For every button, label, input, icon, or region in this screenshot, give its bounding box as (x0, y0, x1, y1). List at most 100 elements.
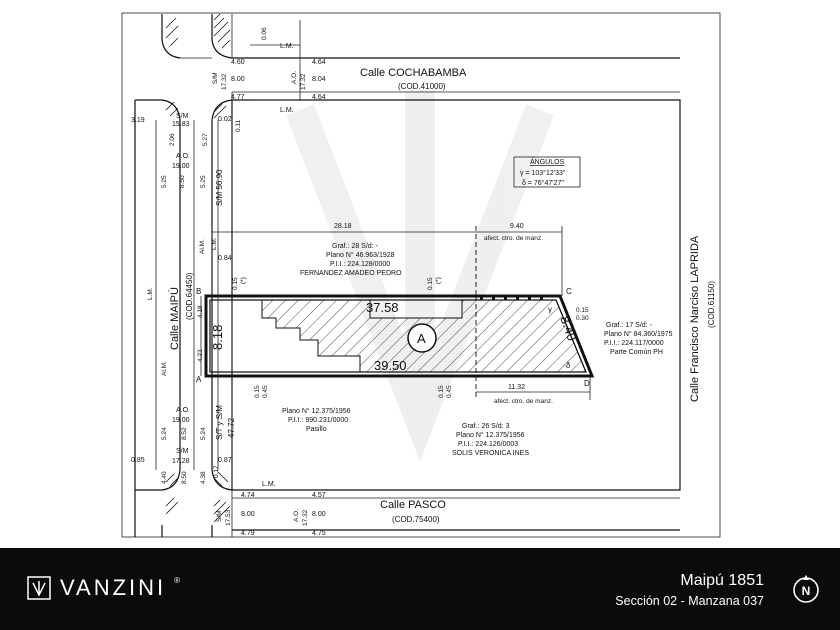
north-neighbor-4: FERNANDEZ AMADEO PEDRO (300, 270, 402, 277)
left-lm2: L.M. (211, 237, 218, 250)
left-5-24: 5.24 (161, 427, 168, 440)
bottom-ao: A.O. (293, 509, 300, 522)
address-title: Maipú 1851 (680, 572, 764, 589)
street-south-code: (COD.75400) (392, 515, 440, 524)
angles-box (513, 156, 581, 188)
corner-hatch (165, 13, 231, 523)
top-sm: S/M (212, 72, 219, 84)
south-neighbor-2: Plano N° 12.375/1956 (456, 431, 525, 439)
left-8-50c: 8.50 (181, 471, 188, 484)
right-wall-dots (480, 297, 543, 300)
top-4-64b: 4.64 (312, 94, 326, 101)
brand[interactable]: VANZINI ® (26, 575, 180, 601)
street-north-name: Calle COCHABAMBA (360, 67, 467, 79)
street-east-code: (COD.61150) (707, 281, 716, 328)
left-alm2: Al.M. (161, 361, 168, 376)
sw-corner (161, 490, 680, 537)
corner-a: A (196, 375, 202, 384)
footer-bar: VANZINI ® Maipú 1851 Sección 02 - Manzan… (0, 548, 840, 630)
south-neighbor-1: Graf.: 26 S/d: 3 (462, 423, 510, 430)
bottom-4-57: 4.57 (312, 492, 326, 499)
dim-bot-off1b: 0.45 (262, 385, 269, 398)
left-0-85: 0.85 (131, 457, 145, 464)
street-south-name: Calle PASCO (380, 499, 446, 511)
top-17-32b: 17.32 (300, 73, 307, 90)
left-5-24b: 5.24 (200, 427, 207, 440)
top-lm2: L.M. (280, 107, 294, 114)
left-ao2: A.O. (176, 407, 190, 414)
top-0-11: 0.11 (235, 119, 242, 132)
left-8-52: 8.52 (181, 427, 188, 440)
top-lm: L.M. (280, 43, 294, 50)
top-4-77: 4.77 (231, 94, 245, 101)
afect-bottom: afect. ctro. de manz. (494, 398, 553, 405)
address-block: Maipú 1851 Sección 02 - Manzana 037 (615, 572, 764, 608)
left-4-40: 4.40 (161, 471, 168, 484)
north-neighbor-3: P.I.I.: 224.128/0000 (330, 261, 390, 268)
dim-top-off2: 0.15 (427, 277, 434, 290)
lot-top-length: 37.58 (366, 300, 399, 315)
lot-label-circle (407, 323, 437, 353)
street-west-code: (COD.64450) (185, 272, 194, 320)
lot-reference-lines (200, 226, 591, 400)
angles-title: ÁNGULOS (530, 157, 565, 166)
corner-b: B (196, 287, 201, 296)
left-0-02: 0.02 (218, 116, 232, 123)
left-st: S/T y S/M (215, 405, 224, 440)
top-0-06: 0.06 (261, 27, 268, 40)
survey-plan: Calle COCHABAMBA (COD.41000) Calle PASCO… (121, 12, 721, 538)
dim-top-off2b: (*) (435, 277, 442, 284)
left-15-83: 15.83 (172, 121, 190, 128)
left-5-25b: 5.25 (200, 175, 207, 188)
left-3-19: 3.19 (131, 117, 145, 124)
north-neighbor-1: Graf.: 28 S/d: - (332, 243, 379, 250)
south-neighbor-3: P.I.I.: 224.126/0003 (458, 441, 518, 448)
left-5-25a: 5.25 (161, 175, 168, 188)
left-sm2: S/M (176, 448, 189, 455)
brand-name: VANZINI (60, 575, 167, 600)
bottom-4-74: 4.74 (241, 492, 255, 499)
dim-bot-off2b: 0.45 (446, 385, 453, 398)
bottom-8-00a: 8.00 (241, 511, 255, 518)
angles-gamma: γ = 103°12'33" (520, 169, 566, 177)
plan-frame (121, 12, 721, 538)
dim-bot-off2: 0.15 (438, 385, 445, 398)
dim-top-off1: 0.15 (232, 277, 239, 290)
south-neighbor-4: SOLIS VERONICA INES (452, 450, 529, 457)
top-4-60: 4.60 (231, 59, 245, 66)
corner-c: C (566, 287, 572, 296)
vanzini-logo-icon (27, 576, 51, 600)
lot-delta: δ (566, 361, 571, 370)
lot-gamma: γ (548, 305, 552, 314)
bottom-4-75: 4.75 (312, 530, 326, 537)
bottom-17-32: 17.32 (302, 509, 309, 526)
lot-polygon (204, 294, 595, 378)
dim-bot-off1: 0.15 (254, 385, 261, 398)
afect-top: afect. ctro. de manz. (484, 235, 543, 242)
east-neighbor-2: Plano N° 84.360/1975 (604, 330, 673, 338)
angles-delta: δ = 76°47'27" (522, 179, 564, 187)
top-17-32a: 17.32 (221, 73, 228, 90)
dim-right-small1: 0.15 (576, 307, 589, 314)
bottom-lm: L.M. (262, 481, 276, 488)
dim-right-small2: 0.30 (576, 315, 589, 322)
corner-d: D (584, 379, 590, 388)
left-47-72: 47.72 (227, 417, 236, 438)
brand-reg-mark: ® (174, 575, 181, 585)
north-neighbor-2: Plano N° 46.963/1928 (326, 251, 395, 259)
north-compass-icon: N (793, 575, 819, 603)
street-north-code: (COD.41000) (398, 82, 446, 91)
left-0-17: 0.17 (213, 465, 220, 478)
left-8-50a: 8.50 (179, 175, 186, 188)
bottom-4-79: 4.79 (241, 530, 255, 537)
left-19-00: 19.00 (172, 163, 190, 170)
dim-top-right: 9.40 (510, 223, 524, 230)
bottom-17-53: 17.53 (225, 509, 232, 526)
left-0-87: 0.87 (218, 457, 232, 464)
lot-bottom-length: 39.50 (374, 358, 407, 373)
street-east-name: Calle Francisco Narciso LAPRIDA (689, 235, 701, 402)
dim-bottom-right: 11.32 (508, 384, 525, 391)
left-lm1: L.M. (147, 287, 154, 300)
east-neighbor-4: Parte Común PH (610, 349, 663, 356)
top-8-00a: 8.00 (231, 76, 245, 83)
